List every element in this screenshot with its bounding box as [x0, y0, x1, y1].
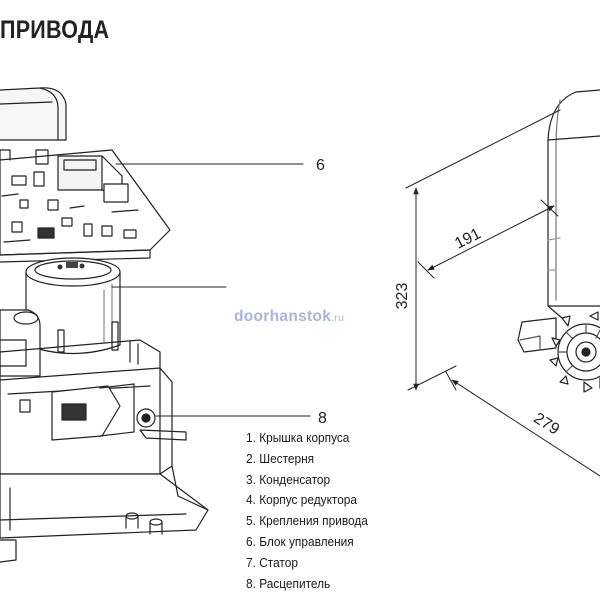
dimension-label-191: 191 — [452, 225, 484, 252]
legend-item: 3. Конденсатор — [246, 471, 331, 487]
dimension-191 — [417, 199, 559, 279]
base-plate — [517, 317, 557, 353]
callout-leaders — [111, 163, 311, 417]
housing-cover — [0, 87, 67, 141]
legend-item: 5. Крепления привода — [246, 513, 368, 529]
dimension-279 — [445, 371, 600, 477]
exploded-drive-drawing — [0, 87, 311, 563]
site-watermark: doorhanstok.ru — [234, 308, 344, 326]
dimension-drawing — [405, 89, 600, 477]
watermark-suffix: .ru — [331, 312, 345, 324]
drive-housing-outline — [547, 89, 600, 319]
diagram-heading: ПРИВОДА — [0, 16, 110, 44]
legend-item: 2. Шестерня — [246, 450, 315, 466]
watermark-brand: doorhan — [234, 308, 299, 325]
legend-item: 1. Крышка корпуса — [246, 430, 350, 445]
dimension-label-323: 323 — [394, 283, 411, 310]
parts-legend: 1. Крышка корпуса 2. Шестерня 3. Конденс… — [246, 428, 381, 594]
mounting-plate — [0, 465, 209, 563]
capacitor — [0, 309, 41, 377]
legend-item: 4. Корпус редуктора — [246, 492, 358, 508]
legend-item: 6. Блок управления — [246, 533, 354, 549]
control-board — [0, 149, 171, 263]
watermark-middle: stok — [298, 308, 332, 325]
release-lever — [51, 383, 187, 441]
callout-8: 8 — [318, 410, 327, 427]
stator-motor — [25, 257, 121, 355]
dimension-323 — [405, 109, 561, 391]
legend-item: 7. Статор — [246, 554, 298, 570]
drive-gear — [549, 311, 600, 393]
callout-6: 6 — [316, 157, 325, 174]
legend-item: 8. Расцепитель — [246, 575, 331, 591]
